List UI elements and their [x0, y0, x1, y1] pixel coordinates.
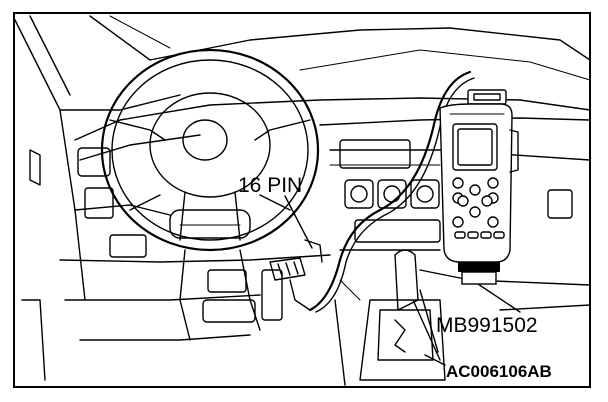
steering-wheel: [100, 48, 320, 252]
diagnostic-connector-16pin: [269, 239, 323, 311]
label-16-pin: 16 PIN: [238, 174, 302, 197]
gear-shifter: [334, 249, 446, 386]
connector-leader-line: [284, 195, 313, 249]
reference-leader-lines: [412, 289, 446, 366]
tool-leader-line: [477, 283, 521, 313]
steering-column: [179, 249, 261, 341]
label-tool-number: MB991502: [436, 314, 538, 337]
label-reference-code: AC006106AB: [446, 362, 552, 381]
windshield-lines: [14, 15, 591, 301]
figure-border: [13, 12, 591, 388]
scan-tool-mb991502: [439, 89, 519, 285]
